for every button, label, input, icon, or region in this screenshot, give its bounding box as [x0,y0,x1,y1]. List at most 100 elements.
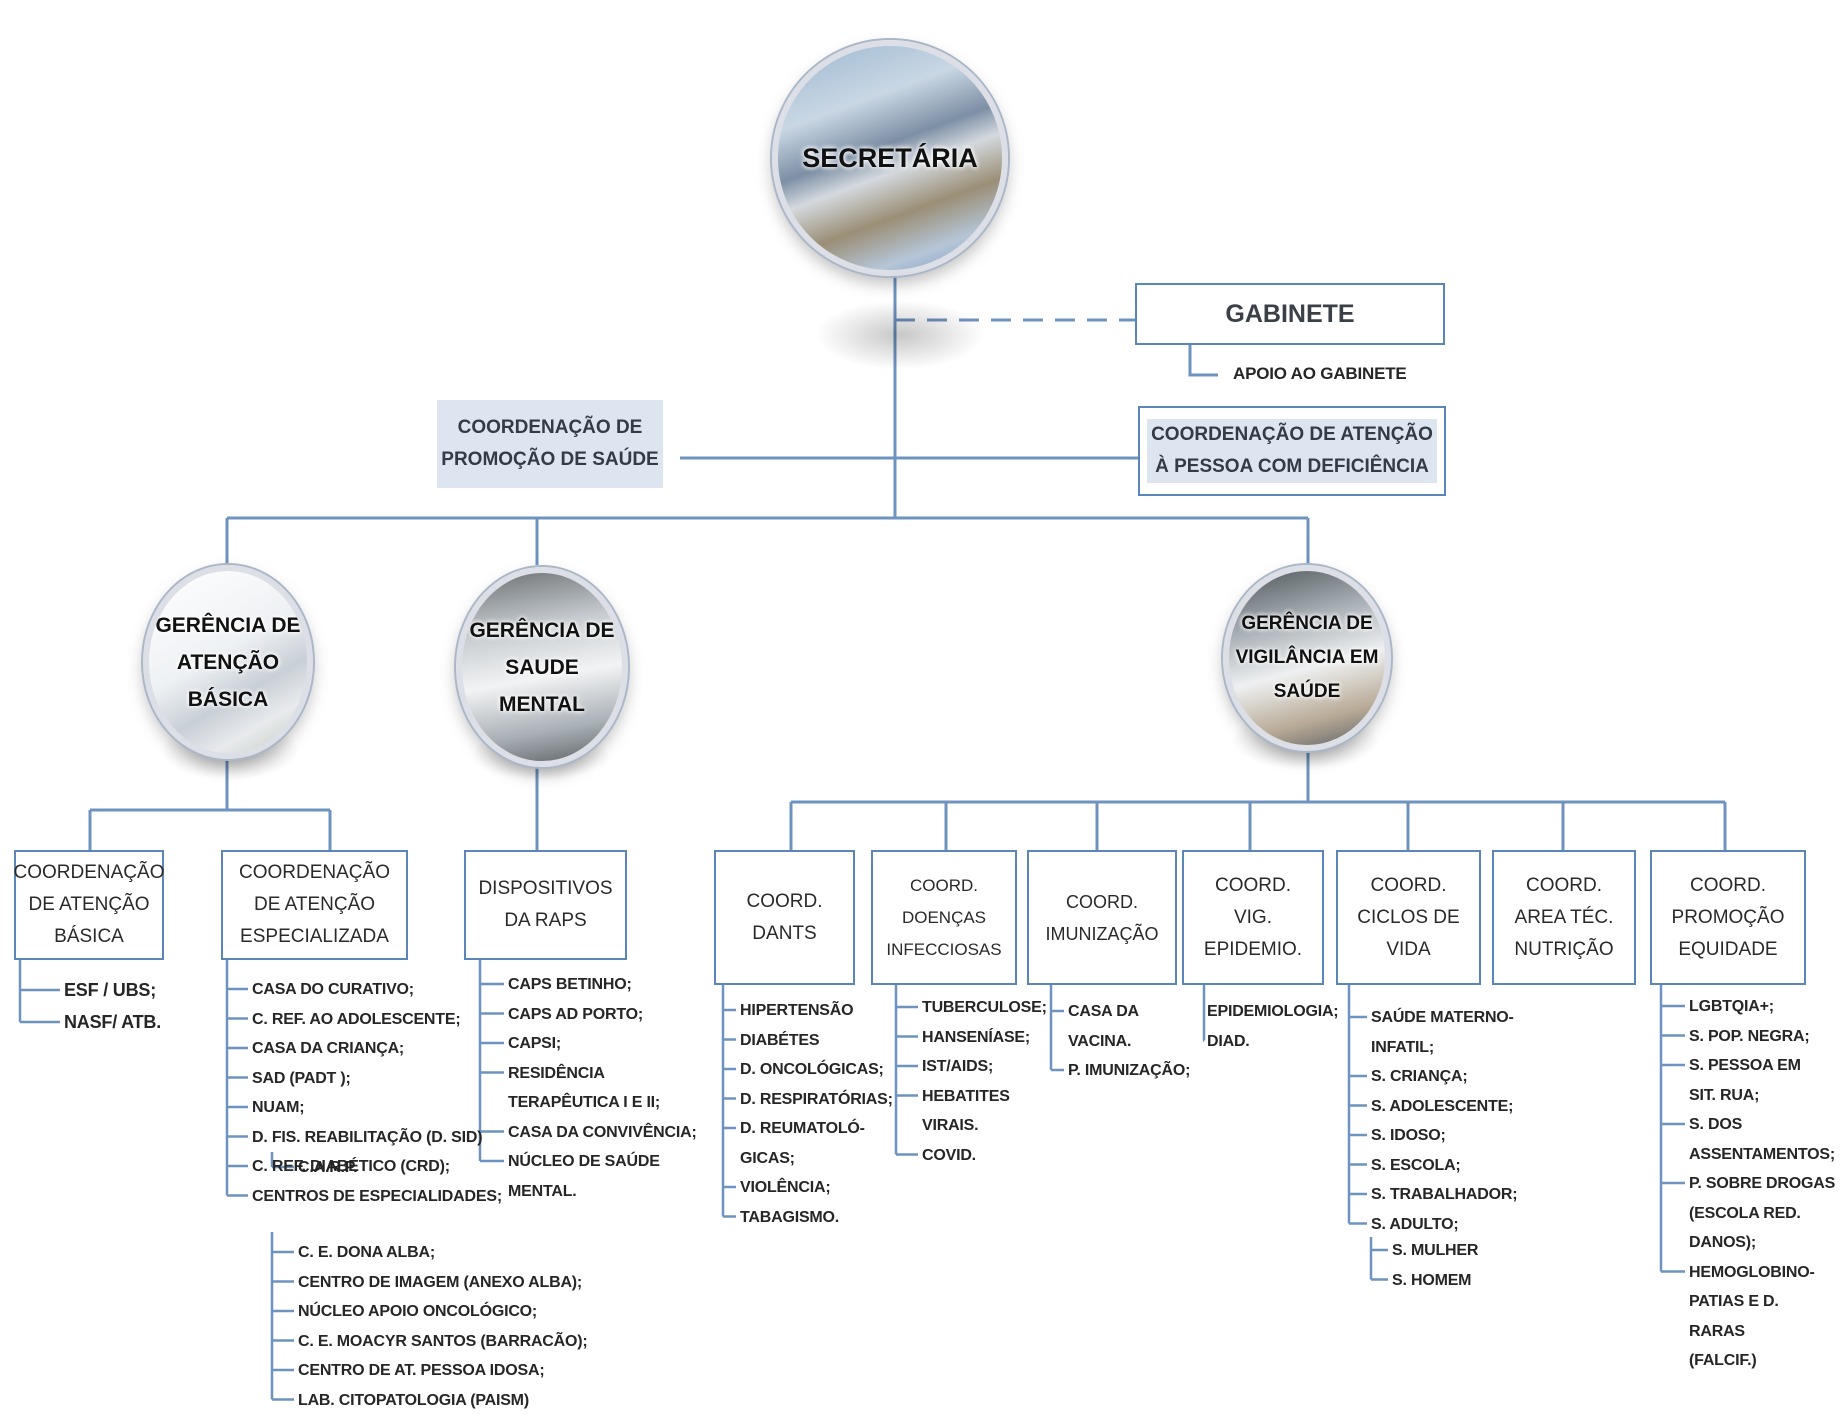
secretaria-node[interactable]: SECRETÁRIA [772,40,1008,276]
coord-vig-epidemio-label: COORD. VIG. EPIDEMIO. [1203,874,1303,960]
list-item: EPIDEMIOLOGIA; [1207,1003,1339,1020]
list-item: LGBTQIA+; [1689,998,1774,1015]
list-item: CASA DA CONVIVÊNCIA; [508,1123,697,1141]
coord-promocao-equidade-label: COORD. PROMOÇÃO EQUIDADE [1671,874,1785,960]
list-item: LAB. CITOPATOLOGIA (PAISM) [298,1391,529,1409]
list-item: P. IMUNIZAÇÃO; [1068,1062,1191,1079]
coord-ciclos-vida-label: COORD. CICLOS DE VIDA [1357,874,1460,960]
list-item: HEBATITES [922,1087,1010,1105]
list-item: (ESCOLA RED. [1689,1204,1801,1222]
list-item: SAD (PADT ); [252,1069,351,1087]
coord-atencao-basica-label: COORDENAÇÃO DE ATENÇÃO BÁSICA [13,862,165,947]
list-item: IST/AIDS; [922,1058,994,1075]
list-item: DIABÉTES [740,1031,820,1049]
coord-promocao-saude-label: COORDENAÇÃO DE PROMOÇÃO DE SAÚDE [441,417,659,470]
gerencia-saude-mental-label: GERÊNCIA DE SAUDE MENTAL [469,618,615,716]
list-item: C.A.R.P. [298,1159,358,1176]
coord-doencas-infecciosas-box[interactable]: COORD. DOENÇAS INFECCIOSAS [871,850,1017,985]
coord-vig-epidemio-box[interactable]: COORD. VIG. EPIDEMIO. [1182,850,1324,985]
gerencia-vigilancia-saude-label: GERÊNCIA DE VIGILÂNCIA EM SAÚDE [1235,613,1379,702]
list-item: CASA DA [1068,1003,1139,1020]
coord-pessoa-deficiencia-box[interactable]: COORDENAÇÃO DE ATENÇÃO À PESSOA COM DEFI… [1138,406,1446,496]
list-item: ESF / UBS; [64,980,157,1000]
list-item: C. E. DONA ALBA; [298,1244,435,1261]
coord-atencao-basica-box[interactable]: COORDENAÇÃO DE ATENÇÃO BÁSICA [14,850,164,960]
list-item: SIT. RUA; [1689,1086,1760,1104]
gabinete-label: GABINETE [1225,300,1355,328]
list-item: TERAPÊUTICA I E II; [508,1094,661,1111]
coord-area-tec-nutricao-box[interactable]: COORD. AREA TÉC. NUTRIÇÃO [1492,850,1636,985]
coord-promocao-saude-box[interactable]: COORDENAÇÃO DE PROMOÇÃO DE SAÚDE [437,400,663,488]
secretaria-label: SECRETÁRIA [802,143,978,173]
coord-imunizacao-box[interactable]: COORD. IMUNIZAÇÃO [1027,850,1177,985]
list-item: CAPSI; [508,1035,562,1052]
list-item: C. REF. AO ADOLESCENTE; [252,1010,461,1028]
list-item: PATIAS E D. [1689,1293,1779,1310]
coord-atencao-especializada-label: COORDENAÇÃO DE ATENÇÃO ESPECIALIZADA [239,862,390,947]
list-item: S. TRABALHADOR; [1371,1186,1518,1203]
list-item: HEMOGLOBINO- [1689,1263,1815,1281]
list-item: S. ESCOLA; [1371,1156,1461,1174]
list-item: S. ADULTO; [1371,1215,1459,1233]
list-item: DIAD. [1207,1032,1250,1050]
list-item: HANSENÍASE; [922,1028,1031,1046]
list-item: ASSENTAMENTOS; [1689,1145,1835,1163]
list-item: S. CRIANÇA; [1371,1068,1468,1085]
list-item: S. MULHER [1392,1242,1479,1259]
gabinete-box[interactable]: GABINETE [1135,283,1445,345]
list-item: NÚCLEO APOIO ONCOLÓGICO; [298,1303,538,1320]
coord-dants-box[interactable]: COORD. DANTS [714,850,855,985]
list-item: D. FIS. REABILITAÇÃO (D. SID) [252,1128,483,1146]
list-item: D. RESPIRATÓRIAS; [740,1090,893,1108]
coord-atencao-especializada-box[interactable]: COORDENAÇÃO DE ATENÇÃO ESPECIALIZADA [221,850,408,960]
list-item: CENTRO DE IMAGEM (ANEXO ALBA); [298,1273,583,1291]
list-item: TUBERCULOSE; [922,999,1047,1016]
list-item: C. E. MOACYR SANTOS (BARRACÃO); [298,1332,588,1350]
list-item: S. DOS [1689,1116,1743,1133]
coord-promocao-equidade-box[interactable]: COORD. PROMOÇÃO EQUIDADE [1650,850,1806,985]
coord-imunizacao-label: COORD. IMUNIZAÇÃO [1045,891,1159,944]
gerencia-saude-mental-node[interactable]: GERÊNCIA DE SAUDE MENTAL [456,567,628,767]
list-item: CASA DA CRIANÇA; [252,1040,405,1057]
list-item: S. POP. NEGRA; [1689,1027,1810,1045]
list-item: VIOLÊNCIA; [740,1179,831,1196]
list-item: DANOS); [1689,1234,1757,1251]
list-item: C. REF. DIABÉTICO (CRD); [252,1158,450,1175]
list-item: P. SOBRE DROGAS [1689,1175,1836,1192]
list-item: GICAS; [740,1149,795,1167]
list-item: D. REUMATOLÓ- [740,1120,865,1137]
coord-doencas-infecciosas-label: COORD. DOENÇAS INFECCIOSAS [886,875,1002,959]
list-item: NUAM; [252,1099,305,1116]
gerencia-atencao-basica-node[interactable]: GERÊNCIA DE ATENÇÃO BÁSICA [143,565,313,759]
list-item: CENTROS DE ESPECIALIDADES; [252,1187,502,1205]
dispositivos-raps-box[interactable]: DISPOSITIVOS DA RAPS [464,850,627,960]
list-item: SAÚDE MATERNO- [1371,1009,1514,1026]
apoio-gabinete-label: APOIO AO GABINETE [1233,364,1407,383]
coord-dants-label: COORD. DANTS [746,890,823,944]
list-item: S. ADOLESCENTE; [1371,1097,1514,1115]
list-item: (FALCIF.) [1689,1352,1757,1369]
list-item: MENTAL. [508,1182,577,1200]
list-item: COVID. [922,1146,976,1164]
list-item: CENTRO DE AT. PESSOA IDOSA; [298,1362,545,1379]
list-item: RESIDÊNCIA [508,1064,605,1082]
list-item: CAPS BETINHO; [508,976,632,993]
gerencia-atencao-basica-label: GERÊNCIA DE ATENÇÃO BÁSICA [155,613,301,711]
list-item: S. HOMEM [1392,1271,1472,1289]
coord-pessoa-deficiencia-label: COORDENAÇÃO DE ATENÇÃO À PESSOA COM DEFI… [1147,419,1437,483]
coord-area-tec-nutricao-label: COORD. AREA TÉC. NUTRIÇÃO [1514,874,1614,960]
list-item: CAPS AD PORTO; [508,1005,643,1023]
list-item: HIPERTENSÃO [740,1002,854,1019]
list-item: NASF/ ATB. [64,1012,161,1032]
list-item: D. ONCOLÓGICAS; [740,1061,884,1078]
gerencia-vigilancia-saude-node[interactable]: GERÊNCIA DE VIGILÂNCIA EM SAÚDE [1223,565,1391,751]
dispositivos-raps-label: DISPOSITIVOS DA RAPS [478,878,613,931]
list-item: NÚCLEO DE SAÚDE [508,1153,660,1170]
coord-ciclos-vida-box[interactable]: COORD. CICLOS DE VIDA [1336,850,1481,985]
list-item: S. IDOSO; [1371,1127,1446,1144]
list-item: S. PESSOA EM [1689,1057,1801,1074]
list-item: INFATIL; [1371,1038,1434,1056]
list-item: CASA DO CURATIVO; [252,981,414,998]
list-item: RARAS [1689,1322,1745,1340]
